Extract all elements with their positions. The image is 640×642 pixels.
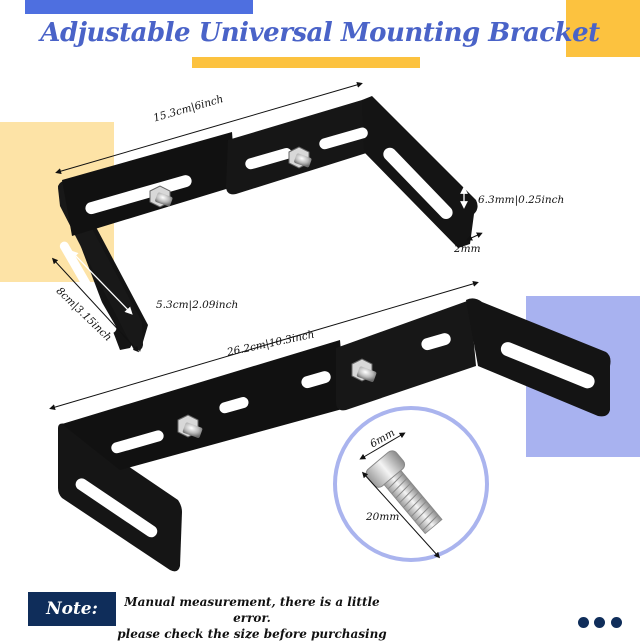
top-right-yellow-block [566, 0, 640, 57]
bolt-icon [149, 185, 173, 208]
small-bracket [58, 96, 478, 352]
note-line-2: please check the size before purchasing [117, 627, 387, 641]
page-title: Adjustable Universal Mounting Bracket [40, 18, 600, 48]
note-badge: Note: [28, 592, 116, 626]
note-text: Manual measurement, there is a little er… [116, 594, 388, 642]
screw-length-label: 20mm [366, 511, 400, 523]
pagination-dot-1[interactable] [578, 617, 589, 628]
slot-width-label: 6.3mm|0.25inch [478, 194, 565, 206]
top-blue-bar [25, 0, 253, 14]
note-line-1: Manual measurement, there is a little er… [124, 595, 380, 625]
pagination-dot-3[interactable] [611, 617, 622, 628]
dimension-line [49, 280, 479, 411]
thickness-label: 2mm [454, 243, 481, 255]
screw-detail [333, 406, 489, 562]
slot-length-label: 5.3cm|2.09inch [156, 299, 239, 311]
dimension-line [55, 81, 363, 175]
dimension-line [466, 232, 483, 241]
bolt-icon [177, 414, 203, 438]
title-underline-bar [192, 57, 420, 68]
pagination-dot-2[interactable] [594, 617, 605, 628]
